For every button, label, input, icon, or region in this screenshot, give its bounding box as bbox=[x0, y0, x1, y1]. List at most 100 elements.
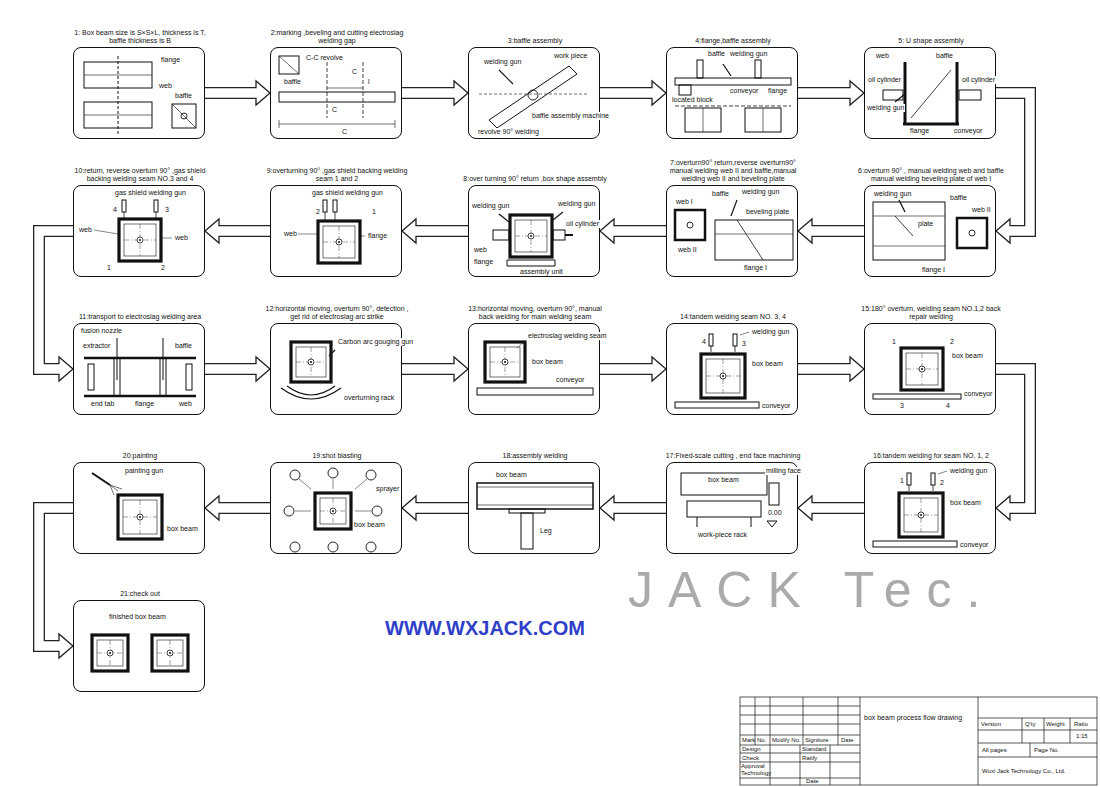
part-line bbox=[299, 479, 311, 489]
step-illustration bbox=[675, 332, 759, 408]
part-label: flange I bbox=[743, 264, 768, 272]
box-beam-section bbox=[510, 215, 552, 257]
part-label: box beam bbox=[353, 521, 386, 529]
part-label: 4 bbox=[112, 206, 118, 214]
arrow-shaft-fill bbox=[613, 226, 667, 235]
part-line bbox=[895, 94, 905, 102]
part-label: revolve 90° welding bbox=[477, 128, 540, 136]
process-step-panel: 20:paintingpainting gunbox beam bbox=[73, 462, 205, 554]
step-heading: 8:over turning 90° return ,box shape ass… bbox=[460, 175, 610, 183]
arrow-shaft-fill bbox=[811, 503, 865, 512]
arrow-shaft-fill bbox=[415, 503, 469, 512]
process-step-panel: 13:horizontal moving, overturn 90°, manu… bbox=[468, 323, 600, 415]
part-label: gas shield welding gun bbox=[311, 189, 384, 197]
flow-arrow bbox=[402, 219, 468, 243]
part-line bbox=[675, 106, 791, 107]
box-beam-wall bbox=[152, 635, 188, 671]
step-illustration bbox=[281, 342, 341, 399]
box-beam-inner bbox=[123, 500, 157, 534]
arrow-shaft-fill bbox=[402, 364, 456, 373]
box-beam-wall bbox=[118, 495, 162, 539]
part-label: overturning rack bbox=[343, 394, 395, 402]
part-label: web II bbox=[677, 246, 698, 254]
part-label: web I bbox=[675, 198, 694, 206]
flow-arrow bbox=[402, 357, 468, 381]
title-block-text: All pages bbox=[982, 747, 1007, 754]
part-line bbox=[697, 517, 698, 527]
part-label: oil cylinder bbox=[565, 220, 600, 228]
part-label: 1 bbox=[371, 208, 377, 216]
part-label: 1 bbox=[899, 477, 905, 485]
step-illustration bbox=[873, 200, 987, 260]
center-line bbox=[157, 653, 183, 654]
step-heading: 14:tandem welding seam NO. 3, 4 bbox=[658, 313, 808, 321]
center-circle bbox=[720, 373, 726, 379]
flow-arrow bbox=[798, 219, 864, 243]
part-label: 2 bbox=[315, 208, 321, 216]
part-label: welding gun bbox=[866, 104, 905, 112]
flow-arrow bbox=[205, 219, 270, 243]
part-line bbox=[329, 350, 335, 356]
part-label: 3 bbox=[899, 402, 905, 410]
part-outline bbox=[84, 102, 152, 128]
part-label: web bbox=[473, 246, 488, 254]
part-outline bbox=[333, 200, 337, 212]
part-label: oil cylinder bbox=[867, 76, 902, 84]
part-label: box beam bbox=[495, 471, 528, 479]
box-beam-inner bbox=[124, 224, 156, 256]
box-beam-section bbox=[152, 635, 188, 671]
flow-arrow bbox=[402, 81, 468, 105]
process-step-panel: 9:overturning 90° ,gas shield backing we… bbox=[270, 185, 402, 277]
part-label: web II bbox=[971, 206, 992, 214]
part-circle bbox=[528, 90, 538, 100]
part-circle bbox=[366, 470, 376, 480]
part-outline bbox=[931, 473, 935, 485]
center-circle bbox=[167, 650, 173, 656]
flow-arrow bbox=[600, 81, 666, 105]
part-line bbox=[84, 75, 152, 76]
part-line bbox=[395, 120, 396, 128]
step-illustration bbox=[873, 471, 957, 547]
part-label: baffle bbox=[283, 78, 302, 86]
part-label: flange bbox=[473, 258, 494, 266]
box-beam-section bbox=[485, 342, 525, 382]
arrow-shaft-fill bbox=[218, 226, 271, 235]
part-outline bbox=[521, 513, 533, 549]
part-line bbox=[499, 214, 509, 222]
part-label: 4 bbox=[945, 402, 951, 410]
part-label: flange bbox=[767, 87, 788, 95]
part-line bbox=[124, 212, 125, 218]
step-heading: 17:Fixed-scale cutting , end face machin… bbox=[658, 452, 808, 460]
part-outline bbox=[154, 200, 158, 212]
part-label: Leg bbox=[539, 527, 553, 535]
box-beam-wall bbox=[901, 348, 943, 390]
arrow-head bbox=[256, 357, 270, 381]
arrow-shaft-fill bbox=[798, 364, 852, 373]
part-label: welding gun bbox=[483, 58, 522, 66]
part-circle bbox=[328, 468, 338, 478]
process-step-panel: 18:assembly weldingbox beamLeg bbox=[468, 462, 600, 554]
box-beam-wall bbox=[119, 219, 161, 261]
center-dot bbox=[722, 375, 724, 377]
part-label: conveyor bbox=[555, 376, 585, 384]
center-line bbox=[296, 362, 326, 363]
part-label: electroslag welding seam bbox=[527, 332, 608, 340]
step-illustration bbox=[92, 473, 162, 539]
title-block-text: Page No. bbox=[1034, 747, 1059, 754]
part-line bbox=[327, 62, 328, 118]
step-heading: 13:horizontal moving, overturn 90°, manu… bbox=[460, 305, 610, 321]
flow-arrow bbox=[996, 369, 1030, 520]
part-line bbox=[873, 246, 945, 247]
part-label: assembly unit bbox=[519, 268, 564, 276]
part-outline bbox=[681, 473, 767, 495]
part-outline bbox=[957, 218, 987, 248]
step-illustration bbox=[297, 200, 365, 263]
part-outline bbox=[687, 501, 761, 517]
part-label: flange bbox=[160, 56, 181, 64]
part-label: conveyor bbox=[959, 541, 989, 549]
part-line bbox=[735, 346, 736, 352]
part-label: milling face bbox=[765, 467, 802, 475]
flow-arrow bbox=[39, 508, 73, 658]
part-line bbox=[903, 123, 959, 126]
part-line bbox=[162, 238, 172, 239]
